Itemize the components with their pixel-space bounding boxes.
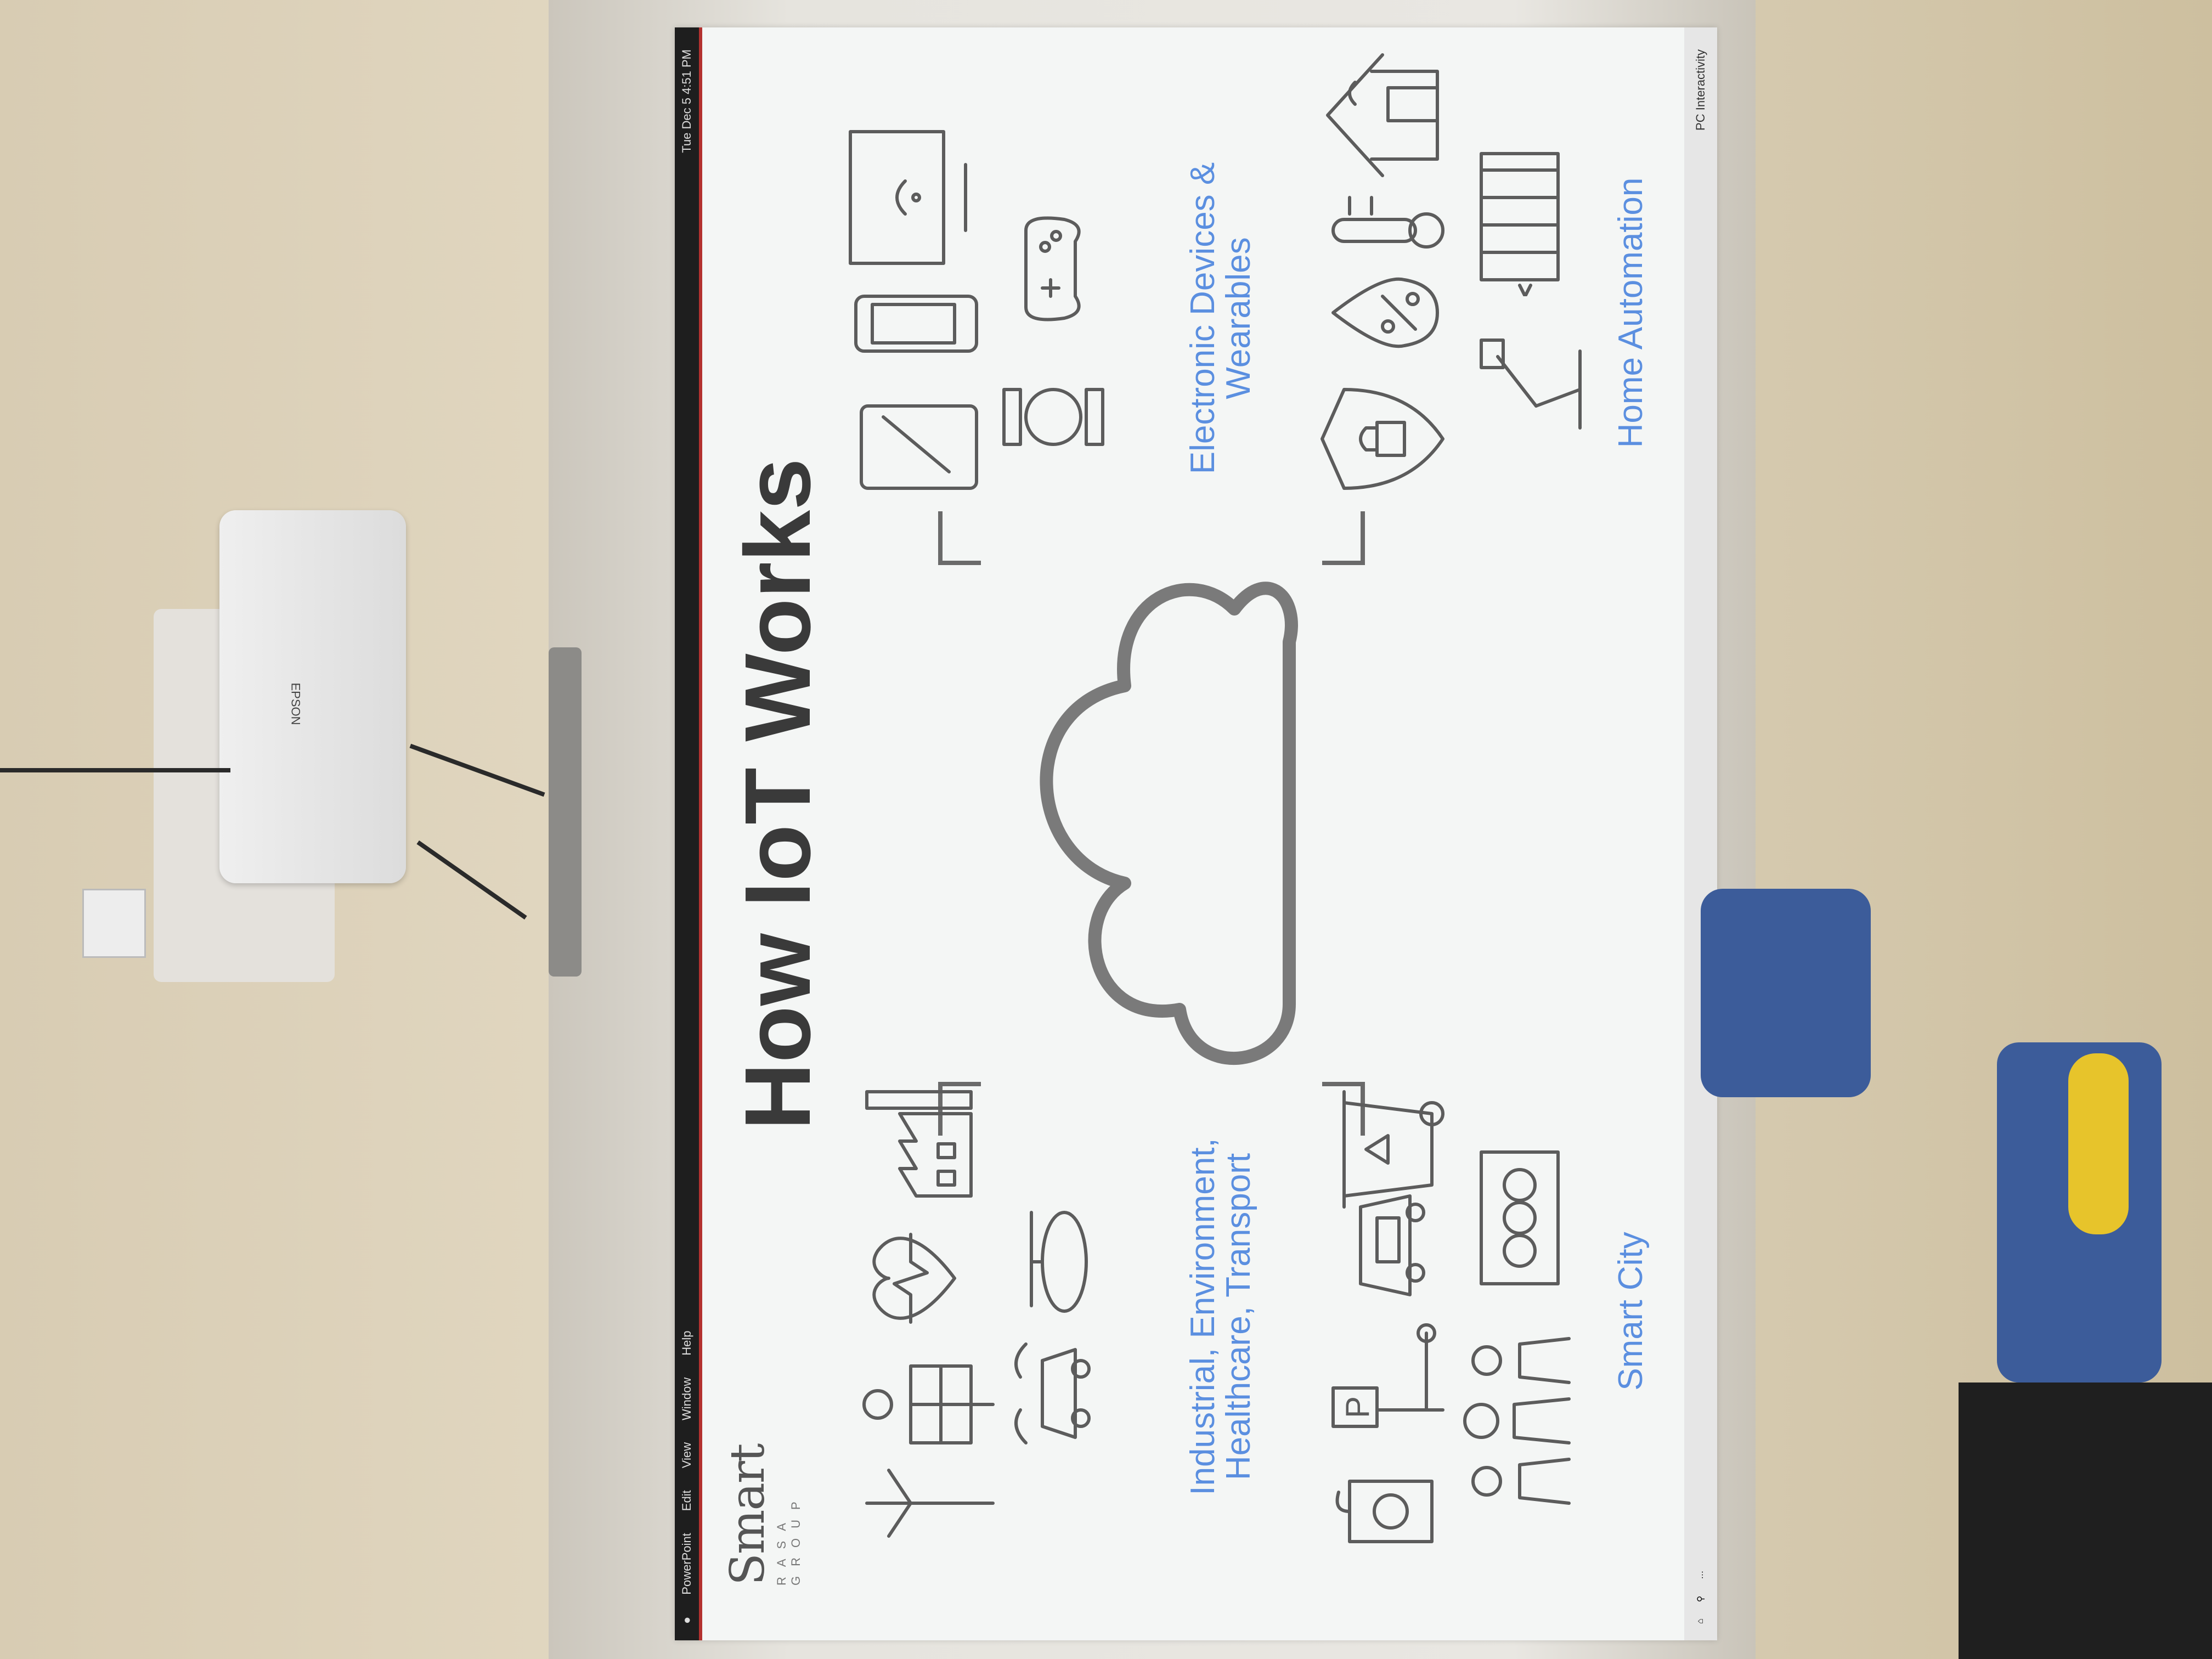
sound-bar bbox=[549, 647, 582, 977]
connected-car-icon bbox=[1004, 1339, 1105, 1448]
heartbeat-icon bbox=[861, 1223, 963, 1333]
category-smart-city: Smart City bbox=[1612, 1232, 1650, 1391]
menubar-accent-strip bbox=[699, 27, 702, 1640]
menu-edit[interactable]: Edit bbox=[680, 1490, 693, 1511]
category-industrial: Industrial, Environment, Healthcare, Tra… bbox=[1184, 1138, 1258, 1496]
menu-window[interactable]: Window bbox=[680, 1377, 693, 1420]
robot-arm-icon bbox=[1465, 329, 1588, 450]
mac-menubar: ● PowerPoint Edit View Window Help Tue D… bbox=[675, 27, 699, 1640]
humidity-icon bbox=[1322, 269, 1446, 357]
pc-interactivity-toggle[interactable]: PC Interactivity bbox=[1694, 49, 1707, 131]
tablet-icon bbox=[850, 395, 985, 494]
menu-view[interactable]: View bbox=[680, 1442, 693, 1469]
bracket bbox=[938, 511, 981, 565]
smart-tv-icon bbox=[839, 126, 974, 269]
projected-slide: ● PowerPoint Edit View Window Help Tue D… bbox=[675, 27, 1717, 1640]
traffic-light-icon bbox=[1459, 1141, 1583, 1295]
logo-subtitle: RASA GROUP bbox=[775, 1492, 803, 1585]
presentation-taskbar: ⌂ ⚲ … PC Interactivity bbox=[1684, 27, 1717, 1640]
security-shield-icon bbox=[1317, 379, 1451, 499]
helicopter-icon bbox=[1015, 1190, 1105, 1322]
ev-charger-icon bbox=[1328, 1465, 1440, 1553]
category-electronic: Electronic Devices & Wearables bbox=[1184, 162, 1258, 475]
menu-app[interactable]: PowerPoint bbox=[680, 1533, 693, 1595]
smart-car-icon bbox=[1328, 1185, 1440, 1306]
desk bbox=[1959, 1383, 2212, 1659]
recycle-bin-icon bbox=[1322, 1086, 1451, 1212]
slide-content: ● PowerPoint Edit View Window Help Tue D… bbox=[675, 27, 1717, 1640]
smartwatch-icon bbox=[998, 379, 1111, 455]
factory-icon bbox=[856, 1081, 979, 1201]
smartphone-icon bbox=[850, 291, 985, 357]
radiator-icon bbox=[1465, 143, 1577, 298]
smart-home-icon bbox=[1317, 49, 1451, 181]
bracket bbox=[1322, 511, 1365, 565]
wind-turbine-icon bbox=[856, 1459, 1001, 1547]
projector-brand: EPSON bbox=[289, 682, 303, 725]
people-icon bbox=[1459, 1328, 1583, 1514]
projector: EPSON bbox=[219, 510, 406, 883]
menubar-clock: Tue Dec 5 4:51 PM bbox=[680, 49, 693, 153]
menu-help[interactable]: Help bbox=[680, 1330, 693, 1356]
cable bbox=[0, 768, 230, 772]
search-icon[interactable]: ⚲ bbox=[1696, 1595, 1706, 1602]
gamepad-icon bbox=[1004, 214, 1094, 324]
apple-icon[interactable]: ● bbox=[680, 1616, 693, 1624]
thermometer-icon bbox=[1328, 192, 1451, 269]
logo-word: Smart bbox=[720, 1444, 775, 1585]
chair-back bbox=[1701, 889, 1871, 1097]
wall-switch bbox=[82, 889, 146, 958]
solar-panel-icon bbox=[856, 1355, 1001, 1454]
slide-title: How IoT Works bbox=[726, 458, 830, 1130]
more-icon[interactable]: … bbox=[1696, 1570, 1705, 1579]
home-icon[interactable]: ⌂ bbox=[1696, 1618, 1705, 1624]
category-home-automation: Home Automation bbox=[1612, 177, 1650, 448]
company-logo: Smart RASA GROUP bbox=[720, 1443, 803, 1585]
parking-icon: P bbox=[1328, 1322, 1462, 1432]
yellow-object bbox=[2068, 1053, 2129, 1234]
svg-text:P: P bbox=[1339, 1396, 1376, 1418]
cloud-icon bbox=[960, 554, 1344, 1092]
